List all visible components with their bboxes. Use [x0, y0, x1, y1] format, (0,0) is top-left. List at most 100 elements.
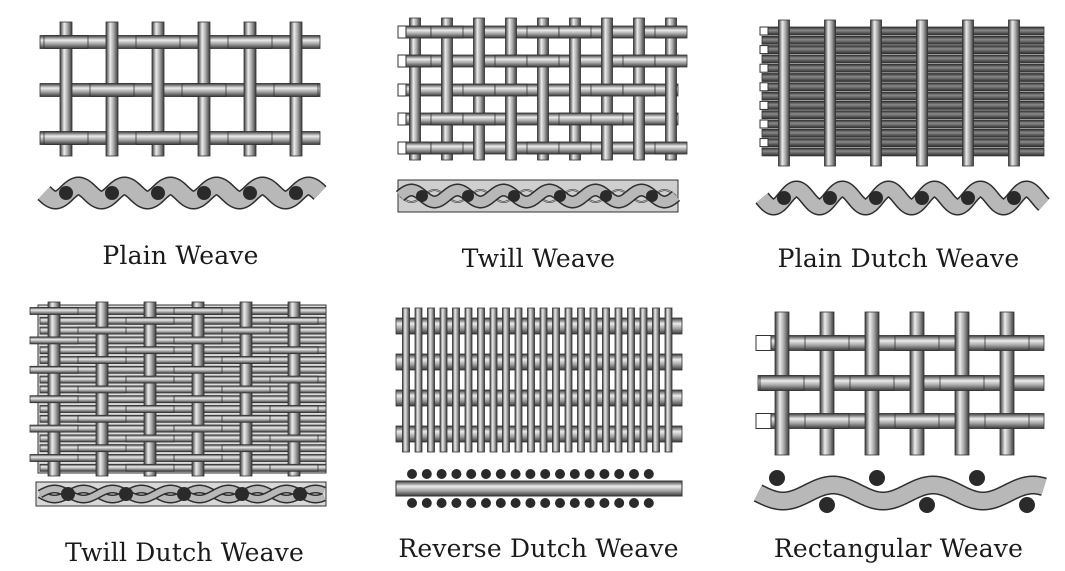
weft-wire	[29, 454, 79, 462]
warp-wire	[143, 301, 157, 477]
weft-wire	[654, 141, 688, 155]
weft-wire	[221, 326, 271, 335]
weft-wire	[227, 131, 273, 145]
cross-section-wire	[629, 469, 639, 479]
cross-section-wire	[646, 190, 658, 202]
plain-dutch-weave-illustration	[755, 19, 1050, 216]
weft-wire	[221, 444, 271, 453]
cross-section-wire	[466, 469, 477, 479]
warp-wire	[47, 301, 61, 477]
cross-section-wire	[919, 497, 935, 513]
weft-wire	[173, 454, 223, 462]
warp-wire	[602, 307, 610, 453]
weft-wire	[39, 463, 327, 472]
cross-section-wire	[819, 497, 835, 513]
warp-wire	[441, 17, 453, 161]
weft-wire	[849, 375, 895, 391]
weft-wire	[622, 54, 656, 68]
weft-wire	[761, 63, 1045, 73]
cross-section-wire	[777, 191, 791, 205]
weft-wire	[269, 346, 319, 355]
cross-section-wire	[614, 498, 625, 508]
weft-wire	[761, 73, 1045, 82]
wire-end-cap	[397, 112, 407, 126]
wave-strand	[38, 178, 326, 208]
warp-wire	[665, 17, 677, 161]
weft-wire	[462, 112, 496, 126]
weft-wire	[173, 424, 223, 433]
cross-section-wire	[599, 469, 610, 479]
cross-section-wire	[525, 469, 536, 479]
cross-section-wire	[823, 191, 837, 205]
weft-wire	[173, 307, 223, 315]
weft-wire	[125, 405, 175, 413]
weft-wire	[39, 414, 327, 423]
cross-section-wire	[869, 191, 883, 205]
warp-wire	[287, 301, 301, 477]
cross-section-wire	[421, 498, 432, 508]
weft-wire	[125, 463, 175, 472]
warp-wire	[502, 307, 510, 453]
caption-plain-weave: Plain Weave	[102, 241, 259, 270]
weft-wire	[622, 83, 656, 97]
cross-section-wire	[481, 498, 491, 508]
warp-wire	[539, 307, 548, 453]
weft-wire	[526, 141, 560, 155]
weft-wire	[494, 83, 528, 97]
warp-wire	[477, 307, 485, 453]
weft-wire	[39, 385, 327, 394]
cross-section-wire	[421, 469, 432, 479]
cross-section-wire	[555, 498, 565, 508]
cross-section-wire	[869, 470, 885, 486]
warp-wire	[514, 307, 523, 453]
caption-twill-weave: Twill Weave	[461, 244, 616, 273]
cross-section-wire	[197, 186, 211, 200]
warp-wire	[778, 19, 790, 167]
reverse-dutch-weave-illustration	[395, 307, 683, 508]
warp-wire	[569, 17, 581, 161]
cross-section-wire	[554, 190, 566, 202]
weft-wire	[269, 434, 319, 443]
weft-wire	[29, 336, 79, 345]
cross-section-wire	[1019, 497, 1035, 513]
weft-wire	[269, 463, 319, 472]
weft-wire	[761, 128, 1045, 138]
warp-wire	[577, 307, 585, 453]
wire-end-cap	[759, 45, 769, 55]
weft-wire	[984, 335, 1030, 351]
cross-section-wire	[584, 469, 595, 479]
weft-wire	[761, 35, 1045, 45]
wire-end-cap	[759, 119, 769, 129]
cross-section-wire	[643, 498, 654, 508]
weft-wire	[804, 413, 850, 429]
wire-end-cap	[397, 25, 407, 39]
weft-wire	[558, 141, 592, 155]
weft-wire	[135, 35, 181, 49]
weft-wire	[395, 425, 683, 443]
wave-strand	[754, 476, 1047, 510]
weft-wire	[761, 54, 1045, 64]
warp-wire	[427, 307, 435, 453]
wire-end-cap	[755, 413, 772, 429]
warp-wire	[409, 17, 421, 161]
wire-end-cap	[759, 82, 769, 92]
twill-weave-illustration	[395, 17, 688, 213]
cross-section-wire	[569, 498, 580, 508]
cross-section-wire	[436, 469, 447, 479]
warp-wire	[652, 307, 660, 453]
cross-section-wire	[235, 487, 249, 501]
warp-wire	[489, 307, 498, 453]
weft-wire	[29, 307, 79, 315]
wave-strand	[396, 185, 680, 207]
weft-wire	[761, 91, 1045, 101]
cross-section-wire	[961, 191, 975, 205]
reverse-dutch-section-wire	[395, 480, 683, 497]
cross-section-wire	[151, 186, 165, 200]
caption-plain-dutch-weave: Plain Dutch Weave	[777, 244, 1020, 273]
weft-wire	[590, 83, 624, 97]
plain-weave-illustration	[37, 21, 327, 210]
weft-wire	[395, 389, 683, 407]
weft-wire	[984, 413, 1030, 429]
weft-wire	[654, 54, 688, 68]
